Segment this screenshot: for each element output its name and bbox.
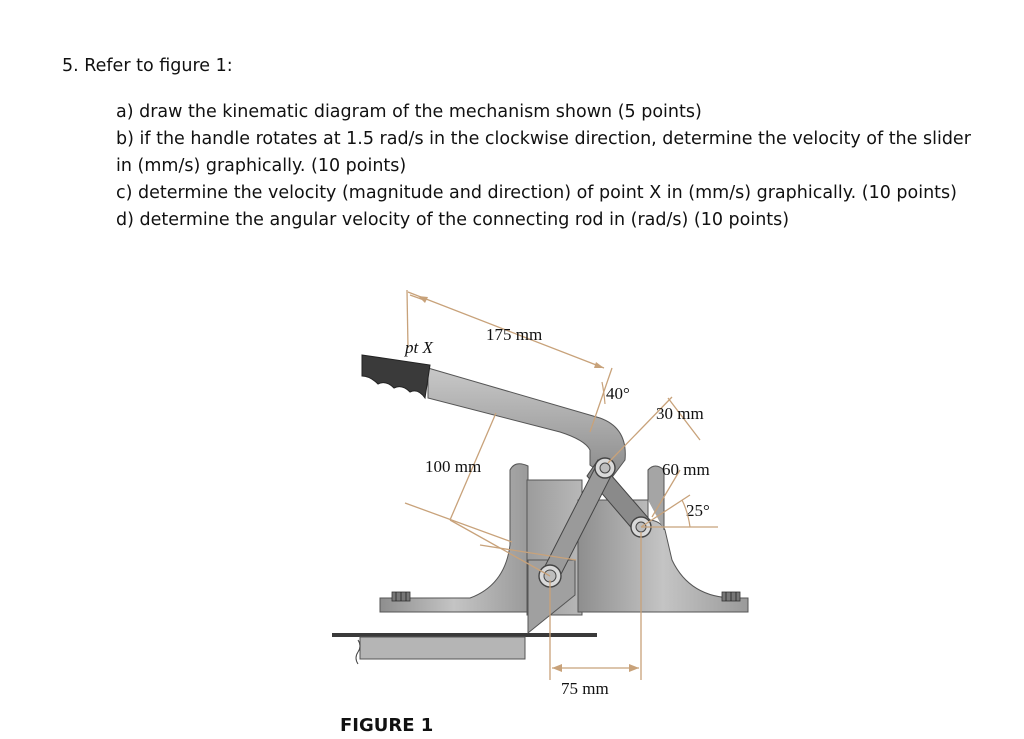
dimension-lines	[404, 289, 718, 680]
left-bracket	[379, 463, 529, 613]
question-heading: 5. Refer to figure 1:	[62, 56, 233, 76]
question-part-a: a) draw the kinematic diagram of the mec…	[116, 102, 702, 122]
question-parts: a) draw the kinematic diagram of the mec…	[116, 99, 986, 234]
base-plate	[332, 633, 597, 665]
label-dim-100: 100 mm	[425, 457, 481, 476]
label-angle-40: 40°	[606, 384, 630, 403]
label-angle-25: 25°	[686, 501, 710, 520]
angle-25-arc	[681, 499, 691, 528]
handle-lever	[361, 354, 626, 481]
figure-caption: FIGURE 1	[340, 715, 434, 736]
question-part-d: d) determine the angular velocity of the…	[116, 210, 790, 230]
label-dim-75: 75 mm	[561, 679, 609, 698]
label-point-x: pt X	[404, 338, 433, 357]
label-dim-30: 30 mm	[656, 404, 704, 423]
label-dim-175: 175 mm	[486, 325, 542, 344]
label-dim-60: 60 mm	[662, 460, 710, 479]
dimension-arrows	[418, 296, 639, 672]
angle-40-arc	[601, 381, 606, 405]
question-part-b: b) if the handle rotates at 1.5 rad/s in…	[116, 129, 971, 176]
question-part-c: c) determine the velocity (magnitude and…	[116, 183, 957, 203]
